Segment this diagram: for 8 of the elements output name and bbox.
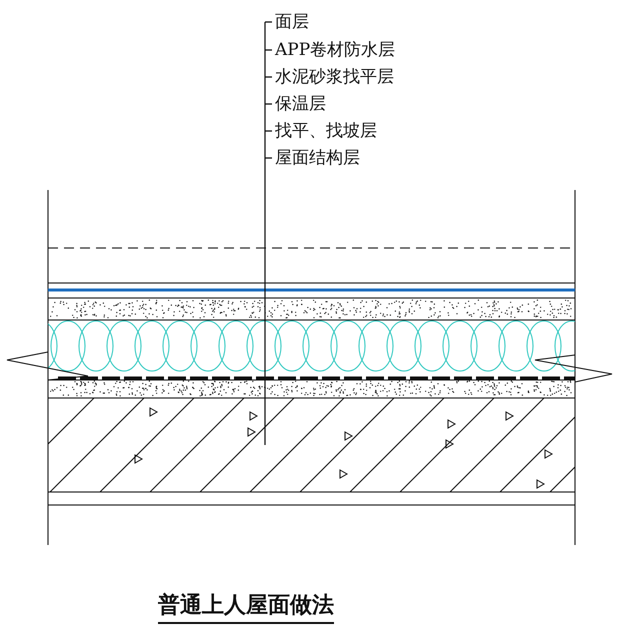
layer-label: 面层 bbox=[275, 12, 309, 32]
layer-label: 保温层 bbox=[275, 94, 326, 114]
layer-label: APP卷材防水层 bbox=[275, 40, 396, 60]
drawing-caption: 普通上人屋面做法 bbox=[158, 590, 334, 624]
layer-label: 找平、找坡层 bbox=[275, 121, 377, 141]
layer-label: 水泥砂浆找平层 bbox=[275, 67, 394, 87]
leader-line bbox=[264, 21, 273, 446]
layer-label: 屋面结构层 bbox=[275, 148, 360, 168]
